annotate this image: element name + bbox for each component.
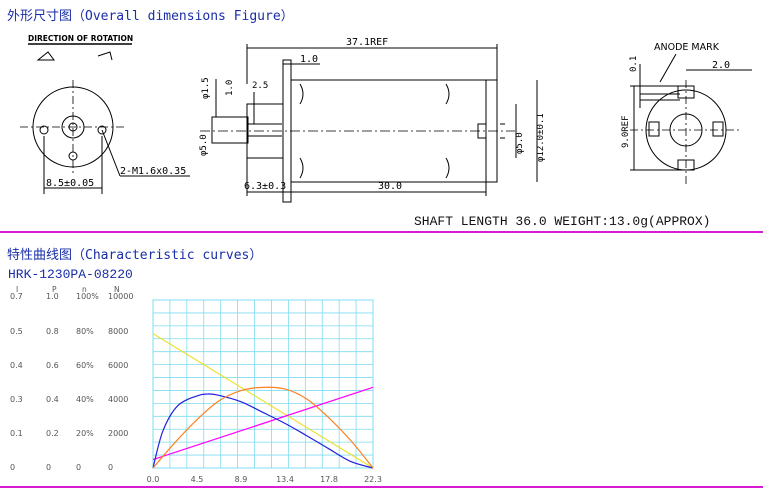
scale-label: 0 [46,463,51,472]
plot-area [152,299,374,469]
scale-label: 60% [76,361,94,370]
curves-heading: 特性曲线图（Characteristic curves） [7,248,263,263]
dim-2-5: 2.5 [252,81,268,91]
scale-label: 6000 [108,361,128,370]
model-number: HRK-1230PA-08220 [8,267,133,282]
rear-boss-dim: φ5.0 [515,132,525,154]
scale-label: 0.1 [10,429,23,438]
dimensions-heading: 外形尺寸图（Overall dimensions Figure） [7,9,294,24]
thread-note: 2-M1.6x0.35 [120,166,186,177]
dim-9-0: 9.0REF [621,115,631,148]
scale-label: 0.3 [10,395,23,404]
rotation-arrow-right-icon [97,51,113,61]
side-view: 37.1REF 1.0 φ1.5 1.0 2.5 φ5.0 [199,37,546,203]
body-dia-dim: φ12.0±0.1 [536,113,546,162]
x-tick-label: 13.4 [276,475,294,482]
scale-label: 8000 [108,327,128,336]
scale-label: 80% [76,327,94,336]
dimension-drawing: DIRECTION OF ROTATION 2-M1.6x0.35 8.5±0.… [20,34,752,203]
dim-0-1: 0.1 [629,56,639,72]
dim-1-5: φ1.5 [201,77,211,99]
chart-grid [152,299,374,469]
x-tick-label: 22.3 [364,475,382,482]
scale-label: 40% [76,395,94,404]
divider-top [0,231,763,233]
scale-label: 1.0 [46,292,59,301]
spec-line: SHAFT LENGTH 36.0 WEIGHT:13.0g(APPROX) [414,214,711,229]
scale-label: 100% [76,292,99,301]
scale-label: 10000 [108,292,133,301]
scale-label: 0.8 [46,327,59,336]
scale-label: 0.7 [10,292,23,301]
shaft-dia-dim: φ5.0 [199,134,209,156]
rotation-arrow-left-icon [36,51,55,61]
scale-label: 20% [76,429,94,438]
x-tick-label: 8.9 [235,475,248,482]
front-width-dim: 8.5±0.05 [46,178,94,189]
divider-bottom [0,486,763,488]
x-tick-label: 17.8 [320,475,338,482]
length-ref-dim: 37.1REF [346,37,388,48]
rear-view: ANODE MARK 0.1 2.0 9.0REF [621,42,752,184]
body-length-dim: 30.0 [378,181,402,192]
series-line-3 [152,386,374,469]
dim-2-0: 2.0 [712,60,730,71]
scale-label: 0 [108,463,113,472]
scale-label: 0.4 [10,361,23,370]
dim-1-0-top: 1.0 [300,54,318,65]
scale-label: 2000 [108,429,128,438]
dim-1-0-side: 1.0 [225,80,235,96]
axis-header: n [82,285,87,294]
scale-label: 0 [76,463,81,472]
series-line-1 [152,386,374,461]
anode-mark-label: ANODE MARK [654,42,720,53]
scale-label: 0.4 [46,395,59,404]
axis-header: P [52,285,57,294]
x-tick-label: 0.0 [147,475,160,482]
rotation-label: DIRECTION OF ROTATION [28,34,133,43]
scale-label: 0 [10,463,15,472]
x-tick-labels: 0.0 4.5 8.9 13.4 17.8 22.3 [147,475,382,482]
scale-label: 0.2 [46,429,59,438]
axis-header: I [16,285,18,294]
series-line-2 [152,393,374,469]
x-tick-label: 4.5 [191,475,204,482]
front-view: DIRECTION OF ROTATION 2-M1.6x0.35 8.5±0.… [20,34,190,194]
scale-label: 0.6 [46,361,59,370]
scale-label: 0.5 [10,327,23,336]
scale-label: 4000 [108,395,128,404]
axis-header: N [114,285,120,294]
series-line-0 [152,333,374,469]
boss-length-dim: 6.3±0.3 [244,181,286,192]
chart-series [152,333,374,469]
